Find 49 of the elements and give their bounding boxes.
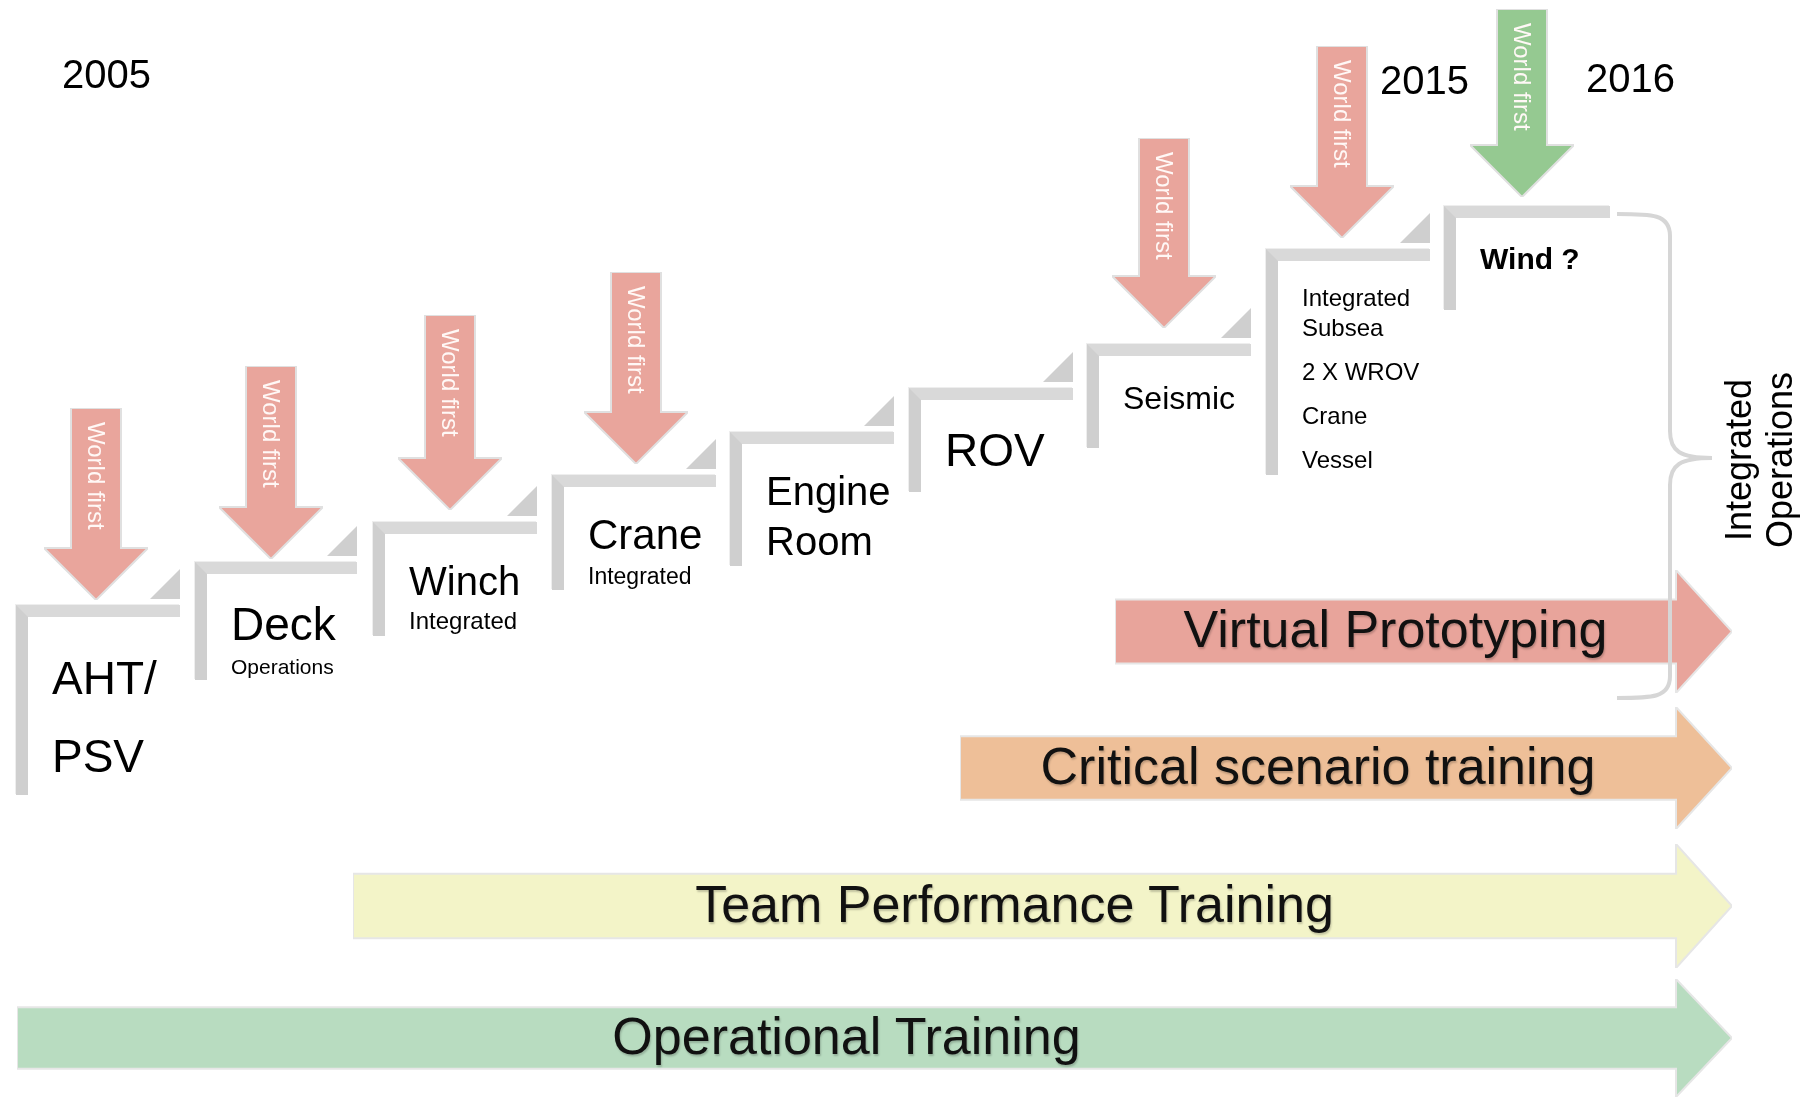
callout-tag (398, 315, 502, 510)
tag-label: World first (257, 380, 285, 488)
tag-label: World first (82, 422, 110, 530)
step-label: ROV (945, 423, 1046, 478)
stair-step (373, 522, 537, 636)
banner-label: Critical scenario training (1039, 735, 1597, 796)
timeline-band (960, 707, 1732, 829)
stair-step (730, 432, 894, 566)
step-label: Winch (409, 558, 522, 605)
year-label: 2005 (62, 52, 151, 97)
stair-step (909, 388, 1073, 492)
stair-step (195, 562, 357, 680)
timeline-band (17, 979, 1732, 1097)
timeline-band (1115, 570, 1732, 693)
step-label: Engine Room (766, 468, 890, 565)
callout-tag (44, 408, 148, 600)
step-sublabel: 2 X WROV (1302, 357, 1421, 387)
year-label: 2016 (1586, 56, 1675, 101)
banner-label: Operational Training (611, 1005, 1082, 1066)
stair-step (1266, 249, 1430, 475)
stair-step (16, 605, 180, 796)
callout-tag (219, 366, 323, 559)
banner-label: Virtual Prototyping (1182, 599, 1609, 660)
step-label: Crane (588, 510, 704, 560)
tag-label: World first (1150, 152, 1178, 260)
step-sublabel: Crane (1302, 401, 1369, 431)
stair-step (1087, 344, 1251, 448)
step-label: AHT/ PSV (52, 651, 158, 785)
stair-step (552, 475, 716, 591)
callout-tag (1112, 138, 1216, 328)
step-sublabel: Integrated (409, 606, 519, 636)
banner-label: Team Performance Training (694, 873, 1335, 934)
tag-label: World first (1508, 23, 1536, 131)
step-label: Wind ? (1480, 241, 1581, 277)
bracket-label: Integrated Operations (1718, 370, 1801, 551)
timeline-band (353, 844, 1732, 968)
step-sublabel: Integrated (588, 561, 693, 591)
step-label: Integrated Subsea (1302, 283, 1412, 343)
callout-tag (1470, 9, 1574, 197)
stair-step (1444, 206, 1610, 310)
step-label: Seismic (1123, 379, 1236, 418)
step-sublabel: Vessel (1302, 445, 1374, 475)
year-label: 2015 (1380, 58, 1469, 103)
tag-label: World first (622, 286, 650, 394)
tag-label: World first (436, 329, 464, 437)
step-label: Deck (231, 597, 337, 652)
callout-tag (584, 272, 688, 464)
tag-label: World first (1328, 60, 1356, 168)
step-sublabel: Operations (231, 653, 335, 680)
